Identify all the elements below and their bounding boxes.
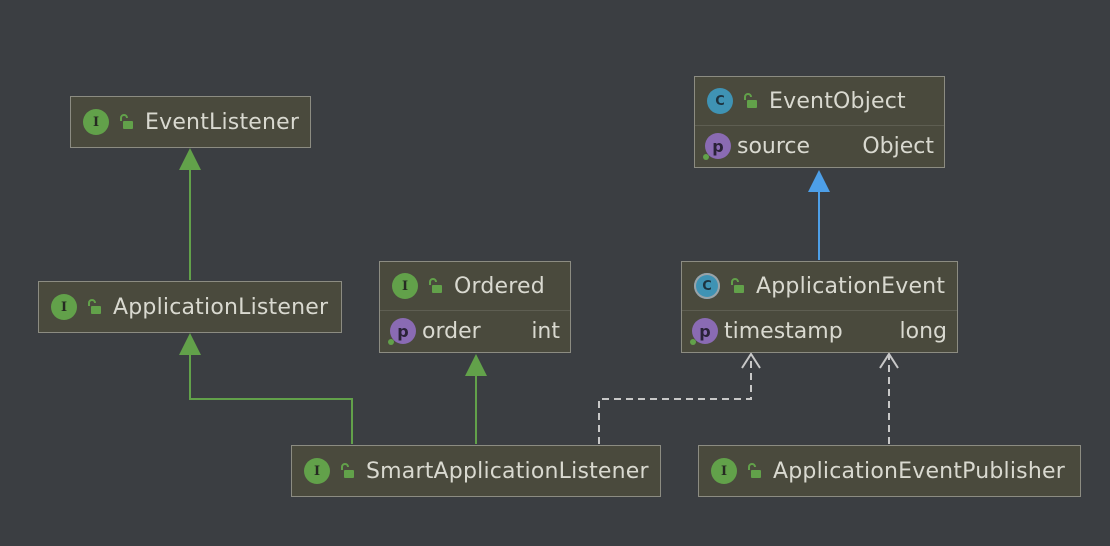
field-row[interactable]: p order int xyxy=(380,311,570,351)
interface-badge-icon: I xyxy=(304,458,330,484)
field-type: int xyxy=(531,318,560,344)
edge-smartapplicationlistener-extends-applicationlistener xyxy=(179,333,353,444)
public-lock-icon xyxy=(120,114,133,129)
public-lock-icon xyxy=(429,278,442,293)
interface-badge-icon: I xyxy=(392,273,418,299)
node-ordered[interactable]: I Ordered p order int xyxy=(379,261,571,353)
edge-smartapplicationlistener-extends-ordered xyxy=(465,354,487,444)
edge-applicationevent-extends-eventobject xyxy=(808,170,830,260)
property-icon: p xyxy=(388,318,416,345)
field-type: long xyxy=(899,318,947,344)
node-applicationlistener[interactable]: I ApplicationListener xyxy=(38,281,342,333)
node-eventlistener[interactable]: I EventListener xyxy=(70,96,311,148)
node-applicationeventpublisher[interactable]: I ApplicationEventPublisher xyxy=(698,445,1081,497)
node-name: Ordered xyxy=(454,273,545,299)
class-badge-icon: C xyxy=(707,88,733,114)
public-lock-icon xyxy=(731,278,744,293)
node-eventobject[interactable]: C EventObject p source Object xyxy=(694,76,945,168)
property-icon: p xyxy=(703,133,731,160)
interface-badge-icon: I xyxy=(51,294,77,320)
node-name: EventListener xyxy=(145,109,300,135)
node-name: SmartApplicationListener xyxy=(366,458,649,484)
abstract-class-badge-icon: C xyxy=(694,273,720,299)
edge-applicationlistener-extends-eventlistener xyxy=(179,148,201,280)
node-name: EventObject xyxy=(769,88,906,114)
field-name: timestamp xyxy=(724,318,843,344)
edge-applicationeventpublisher-depends-applicationevent xyxy=(879,352,899,444)
node-name: ApplicationEvent xyxy=(756,273,946,299)
edge-smartapplicationlistener-depends-applicationevent xyxy=(598,352,761,444)
field-name: order xyxy=(422,318,481,344)
public-lock-icon xyxy=(744,93,757,108)
interface-badge-icon: I xyxy=(711,458,737,484)
public-lock-icon xyxy=(341,463,354,478)
property-icon: p xyxy=(690,318,718,345)
field-row[interactable]: p source Object xyxy=(695,126,944,166)
interface-badge-icon: I xyxy=(83,109,109,135)
public-lock-icon xyxy=(748,463,761,478)
public-lock-icon xyxy=(88,299,101,314)
field-row[interactable]: p timestamp long xyxy=(682,311,957,351)
node-name: ApplicationListener xyxy=(113,294,329,320)
node-applicationevent[interactable]: C ApplicationEvent p timestamp long xyxy=(681,261,958,353)
field-name: source xyxy=(737,133,811,159)
node-smartapplicationlistener[interactable]: I SmartApplicationListener xyxy=(291,445,661,497)
node-name: ApplicationEventPublisher xyxy=(773,458,1065,484)
field-type: Object xyxy=(862,133,934,159)
